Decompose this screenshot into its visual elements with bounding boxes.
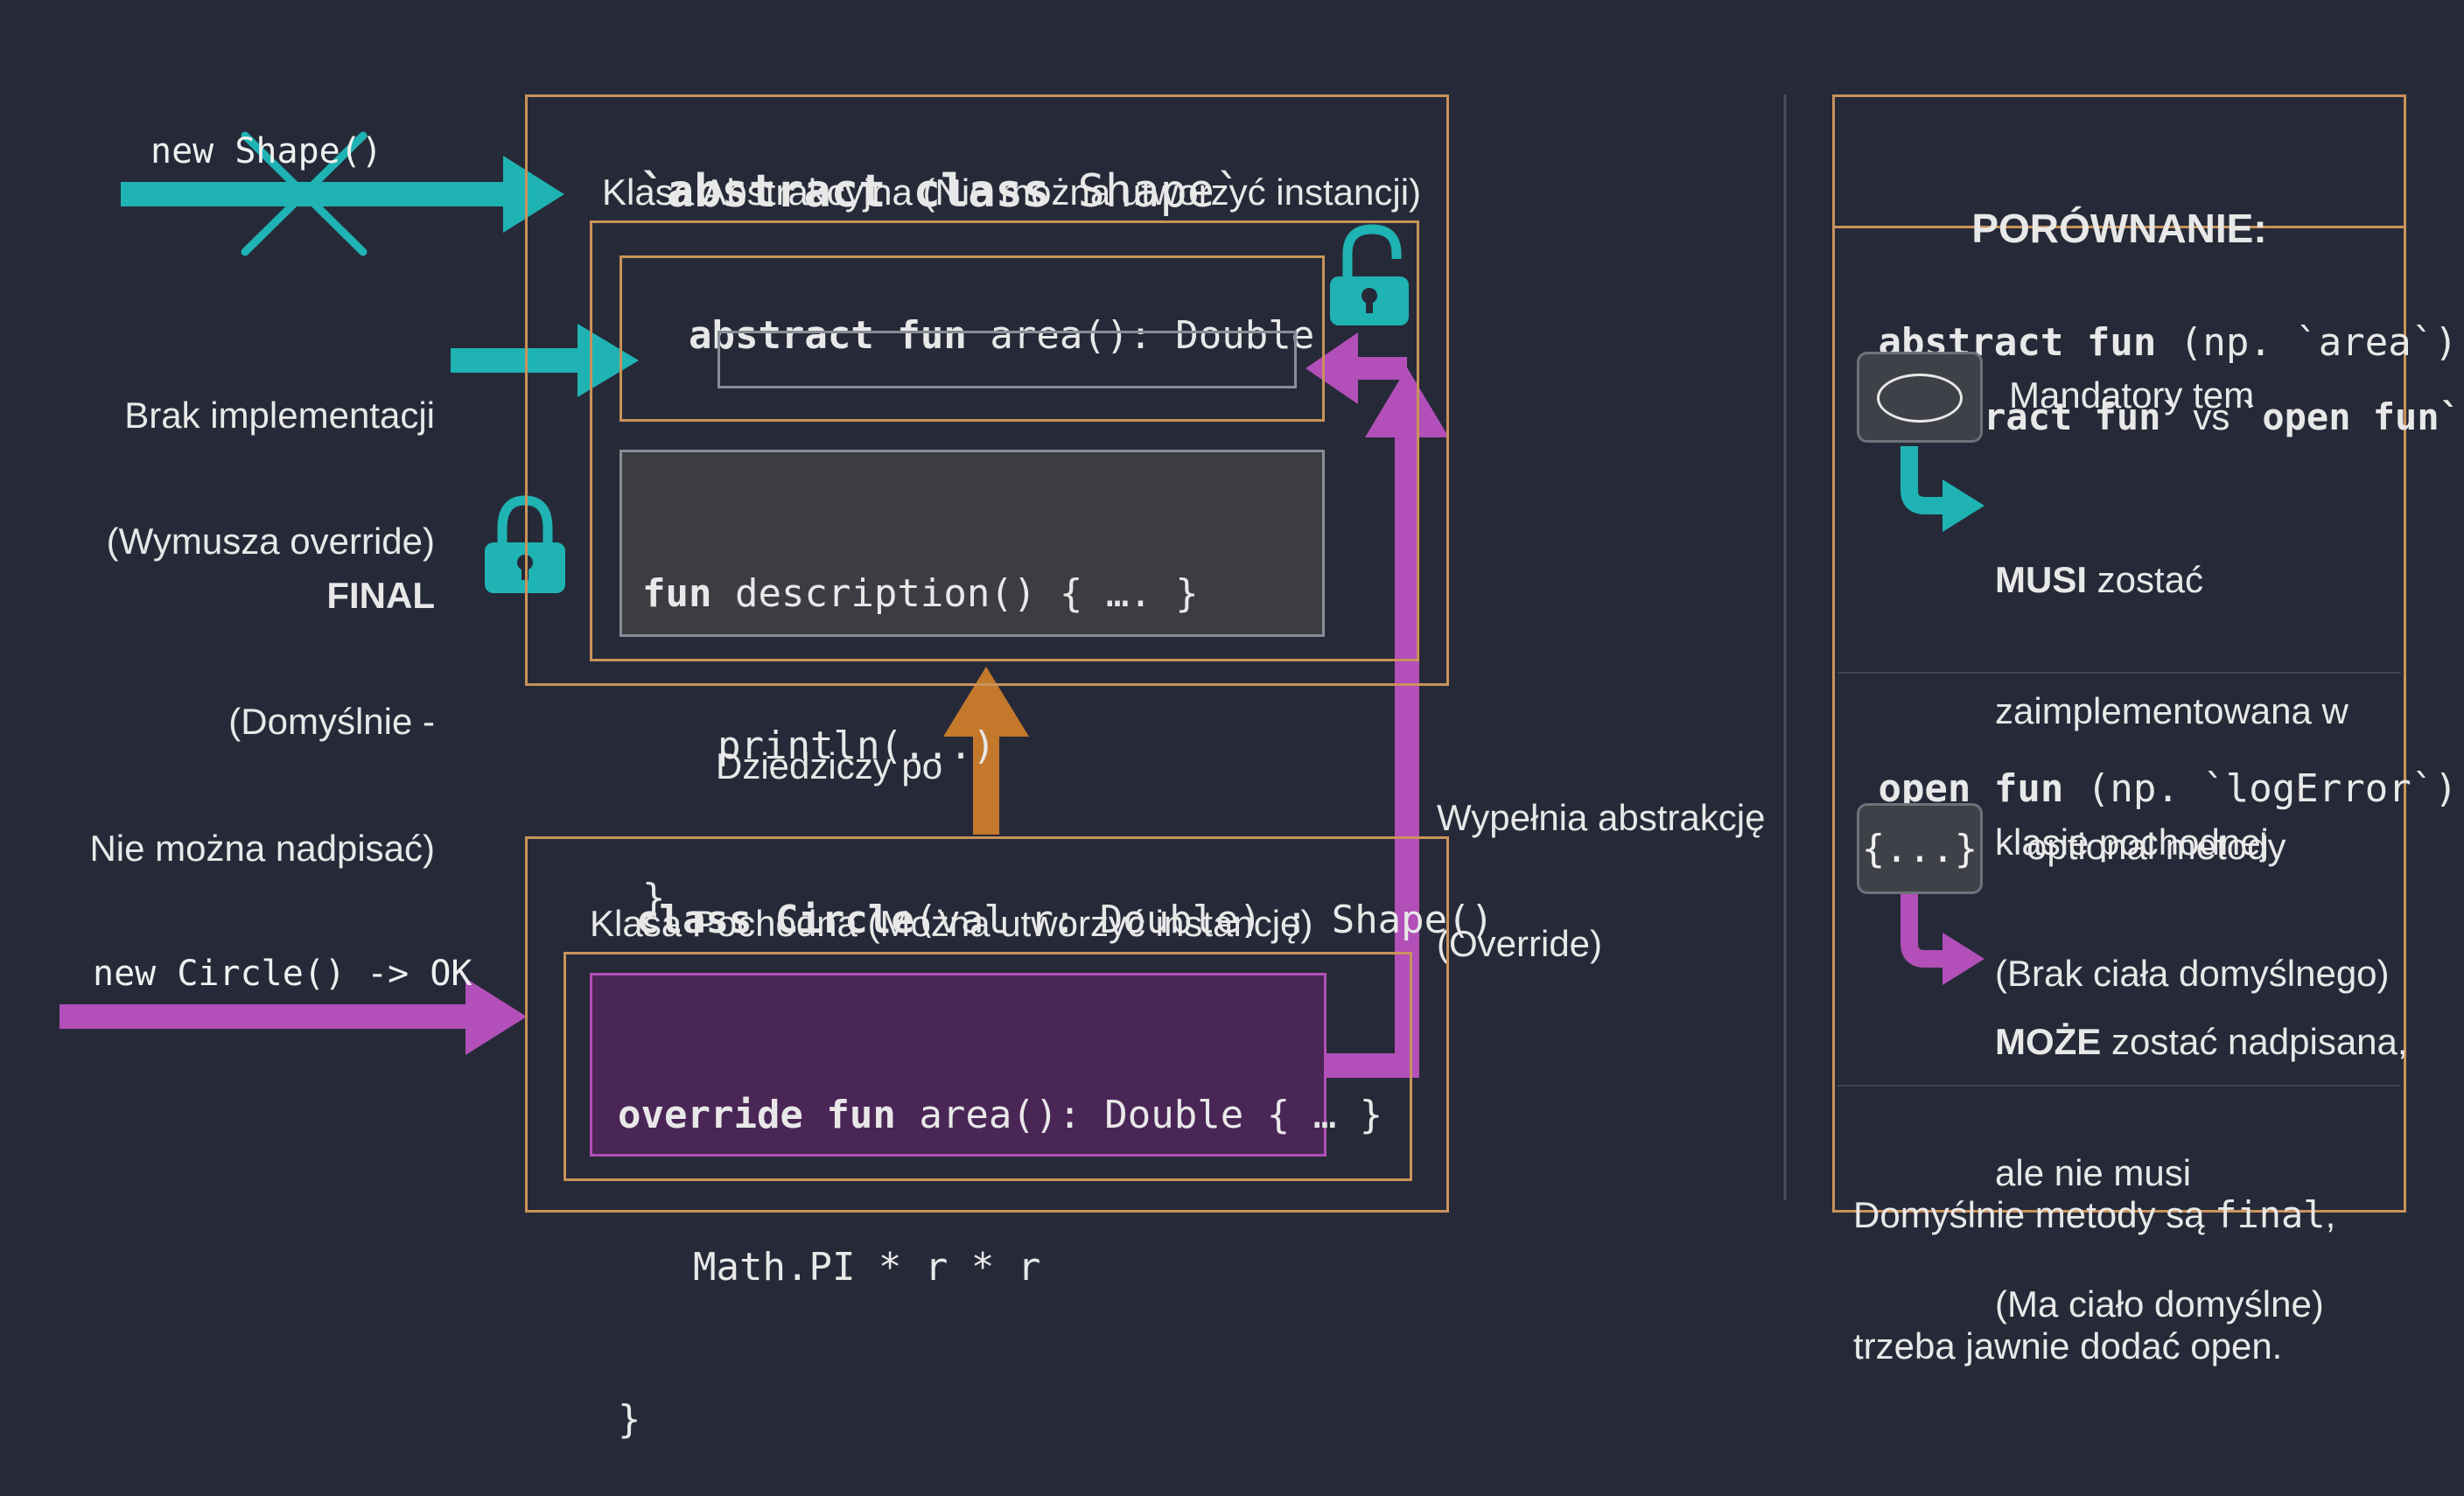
desc-keyword: fun <box>642 571 712 616</box>
circle-class-subtitle: Klasa Pochodna (Można utworzyć instancję… <box>590 903 1313 944</box>
musi-arrow <box>1900 446 1984 532</box>
final-title: FINAL <box>326 574 435 616</box>
fills-line1: Wypełnia abstrakcję <box>1437 796 1766 838</box>
heading-open-fun: `open fun` <box>2240 395 2461 438</box>
moze-arrow <box>1900 894 1984 985</box>
moze-bold: MOŻE <box>1995 1021 2102 1062</box>
ellipse-icon <box>1877 374 1963 423</box>
optional-label: optional metody <box>2026 826 2286 867</box>
comparison-heading-line1: PORÓWNANIE: <box>1971 206 2267 251</box>
braces-icon: {...} <box>1861 827 1978 871</box>
final-label: FINAL (Domyślnie - Nie można nadpisać) <box>0 490 435 912</box>
desc-line2: println(...) <box>718 724 996 768</box>
new-circle-arrow <box>60 978 527 1055</box>
final-line1: (Domyślnie - <box>228 701 435 743</box>
mandatory-label: Mandatory tem <box>2009 374 2255 416</box>
brak-line2: (Wymusza override) <box>106 521 435 563</box>
shape-inner-box <box>590 220 1419 661</box>
area-empty-body <box>718 331 1297 388</box>
comparison-section-divider-1 <box>1838 672 2401 674</box>
shape-title-keyword: `abstract class <box>639 164 1051 218</box>
comparison-section-divider-2 <box>1838 1085 2401 1087</box>
open-fun-heading: open fun (np. `logError`) <box>1857 723 2458 811</box>
comparison-footer: Domyślnie metody są final, trzeba jawnie… <box>1853 1106 2335 1412</box>
fills-abstraction-label: Wypełnia abstrakcję (Override) <box>1437 712 1765 1008</box>
override-arrow <box>1306 332 1449 1078</box>
description-code: fun description() { …. } println(...) } <box>642 467 1199 975</box>
override-line2: Math.PI * r * r <box>693 1245 1041 1290</box>
override-keyword: override fun <box>618 1093 896 1137</box>
new-circle-label: new Circle() -> OK <box>93 954 472 994</box>
musi-text: MUSI zostać zaimplementowana w klasie po… <box>1995 471 2390 1039</box>
override-line3: } <box>618 1397 641 1442</box>
footer-final: final <box>2215 1193 2326 1236</box>
footer-text-a: Domyślnie metody są <box>1853 1194 2216 1235</box>
unlocked-lock-icon <box>1330 224 1409 325</box>
moze-rest: zostać nadpisana, <box>2101 1021 2408 1062</box>
circle-class-box <box>525 836 1449 1213</box>
desc-line3: } <box>642 876 666 920</box>
shape-title-name: Shape` <box>1050 164 1242 218</box>
description-method-box <box>620 450 1325 637</box>
musi-line2: zaimplementowana w <box>1995 690 2348 731</box>
footer-line2: trzeba jawnie dodać open. <box>1853 1325 2283 1367</box>
fills-line2: (Override) <box>1437 923 1603 965</box>
inheritance-arrow <box>943 667 1029 835</box>
comparison-header-divider <box>1834 226 2404 228</box>
inherits-label: Dziedziczy po <box>716 745 943 786</box>
desc-line1: description() { …. } <box>711 571 1199 616</box>
final-line2: Nie można nadpisać) <box>89 828 435 870</box>
circle-inner-box <box>564 952 1412 1181</box>
musi-line4: (Brak ciała domyślnego) <box>1995 953 2390 994</box>
moze-line2: ale nie musi <box>1995 1152 2192 1193</box>
area-signature: area(): Double <box>966 312 1315 358</box>
footer-text-b: , <box>2325 1194 2336 1235</box>
mandatory-icon-box <box>1857 352 1983 443</box>
open-fun-example: (np. `logError`) <box>2063 765 2458 811</box>
shape-class-title: `abstract class Shape` <box>584 114 1242 219</box>
braces-icon-box: {...} <box>1857 803 1983 894</box>
cross-icon <box>241 131 368 256</box>
heading-vs: vs <box>2182 396 2241 437</box>
musi-line3: klasie pochodnej <box>1995 821 2269 863</box>
musi-bold: MUSI <box>1995 559 2087 600</box>
shape-class-subtitle: Klasa Abstrakcyjna (Nie można utworzyć i… <box>602 171 1422 213</box>
musi-rest: zostać <box>2087 559 2204 600</box>
circle-title-rest: (val r: Double) : Shape() <box>914 897 1494 942</box>
override-method-box <box>590 973 1326 1157</box>
new-shape-label: new Shape() <box>150 131 382 171</box>
override-signature: area(): Double { … } <box>895 1093 1383 1137</box>
abstract-fun-example: (np. `area`) <box>2156 319 2458 365</box>
override-code: override fun area(): Double { … } Math.P… <box>618 989 1382 1496</box>
open-fun-keyword: open fun <box>1878 765 2064 811</box>
brak-line1: Brak implementacji <box>124 394 435 436</box>
comparison-panel <box>1832 94 2406 1213</box>
area-method-box <box>620 255 1325 422</box>
shape-class-box <box>525 94 1449 686</box>
brak-implementacji-label: Brak implementacji (Wymusza override) <box>0 310 435 605</box>
circle-title-keyword: class Circle <box>635 897 914 942</box>
circle-class-title: class Circle(val r: Double) : Shape() <box>590 854 1494 942</box>
brak-implementacji-arrow <box>451 324 639 397</box>
